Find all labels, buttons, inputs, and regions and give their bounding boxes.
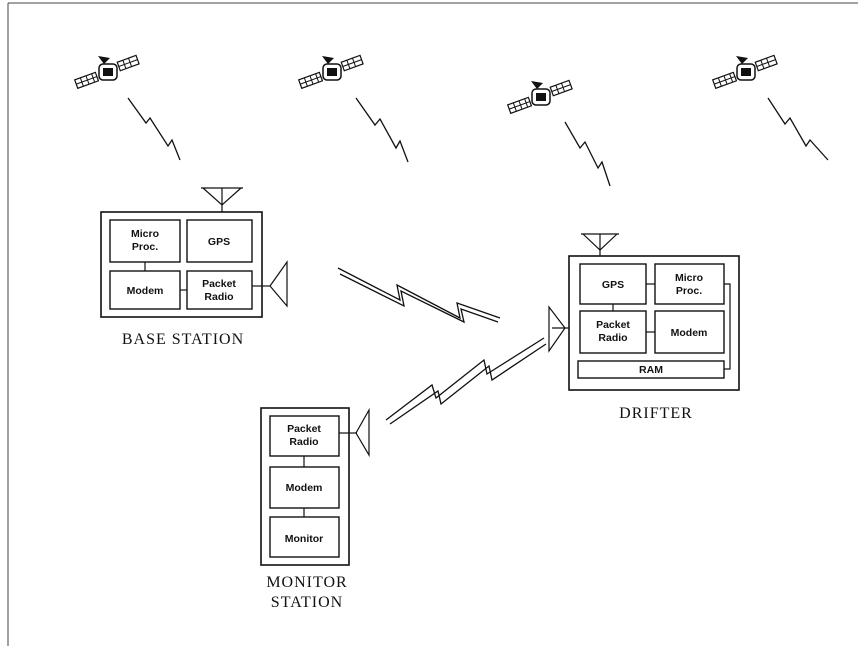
radio-link-icon (337, 267, 501, 324)
monitor-modem-label: Modem (286, 482, 323, 494)
antenna-icon (201, 187, 243, 212)
drifter-gps-label: GPS (602, 279, 624, 291)
drifter: GPS Micro Proc. Packet Radio Modem RAM D… (548, 233, 740, 422)
radio-link-icon (355, 97, 409, 163)
drifter-modem-block (654, 310, 725, 354)
base-micro-label-2: Proc. (132, 241, 158, 253)
monitor-caption-2: STATION (271, 594, 343, 611)
monitor-radio-label-1: Packet (287, 423, 321, 435)
monitor-station: Packet Radio Modem Monitor MONITOR STATI… (260, 407, 370, 611)
radio-link-icon (564, 121, 611, 187)
base-modem-block (109, 270, 181, 310)
satellite-icon (73, 54, 140, 90)
base-modem-label: Modem (127, 285, 164, 297)
monitor-radio-label-2: Radio (289, 436, 318, 448)
base-station: Micro Proc. GPS Modem Packet Radio BASE … (100, 187, 288, 348)
drifter-radio-label-2: Radio (598, 332, 627, 344)
monitor-caption-1: MONITOR (266, 574, 347, 591)
monitor-monitor-label: Monitor (285, 533, 324, 545)
drifter-micro-label-1: Micro (675, 272, 703, 284)
satellite-icon (711, 54, 778, 90)
satellite-icon (506, 79, 573, 115)
radio-link-icon (385, 337, 547, 425)
base-radio-label-2: Radio (204, 291, 233, 303)
drifter-ram-label: RAM (639, 364, 663, 376)
drifter-micro-label-2: Proc. (676, 285, 702, 297)
antenna-icon (548, 305, 569, 353)
antenna-icon (349, 407, 370, 458)
drifter-modem-label: Modem (671, 327, 708, 339)
antenna-icon (262, 260, 288, 308)
base-radio-label-1: Packet (202, 278, 236, 290)
drifter-radio-label-1: Packet (596, 319, 630, 331)
base-packet-radio-block (186, 270, 253, 310)
radio-link-icon (767, 97, 829, 161)
monitor-monitor-block (269, 516, 340, 558)
base-micro-label-1: Micro (131, 228, 159, 240)
radio-link-icon (127, 97, 181, 161)
base-micro-proc-block (109, 219, 181, 263)
drifter-micro-proc-block (654, 263, 725, 305)
base-gps-block (186, 219, 253, 263)
base-gps-label: GPS (208, 236, 230, 248)
drifter-caption: DRIFTER (619, 405, 693, 422)
base-station-caption: BASE STATION (122, 331, 244, 348)
antenna-icon (581, 233, 619, 256)
satellite-icon (297, 54, 364, 90)
